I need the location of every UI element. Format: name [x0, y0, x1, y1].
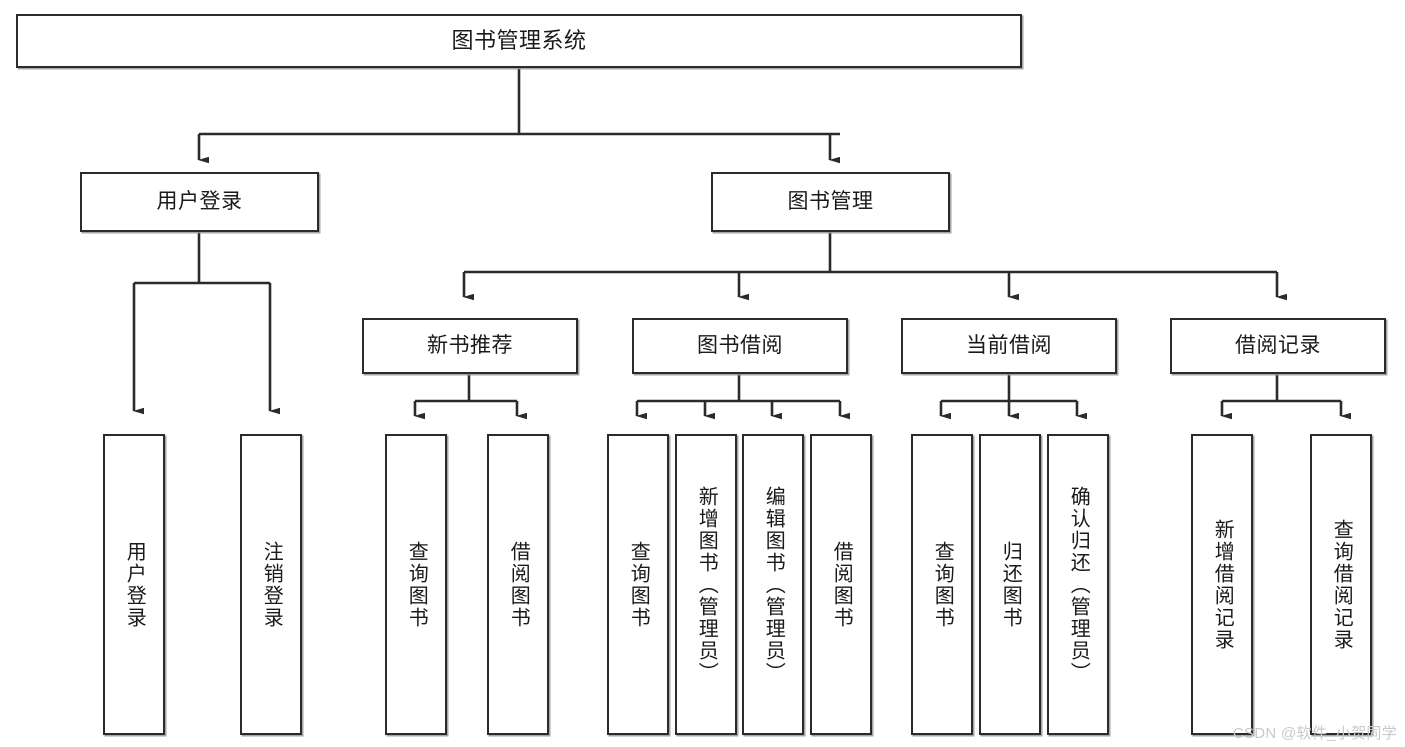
csdn-watermark: CSDN @软件_小贺同学	[1232, 725, 1397, 742]
node-root[interactable]: 图书管理系统	[16, 14, 1022, 68]
node-new-book-recommend[interactable]: 新书推荐	[362, 318, 578, 374]
leaf-book-borrow-query[interactable]: 查询图书	[607, 434, 669, 735]
node-borrow-record[interactable]: 借阅记录	[1170, 318, 1386, 374]
leaf-user-login-login[interactable]: 用户登录	[103, 434, 165, 735]
node-current-borrow-label: 当前借阅	[966, 334, 1052, 358]
leaf-label: 借阅图书	[507, 540, 530, 629]
leaf-label: 归还图书	[999, 540, 1022, 629]
node-book-management[interactable]: 图书管理	[711, 172, 950, 232]
leaf-label: 编辑图书（管理员）	[762, 485, 785, 684]
node-root-label: 图书管理系统	[451, 27, 587, 53]
leaf-current-borrow-query[interactable]: 查询图书	[911, 434, 973, 735]
leaf-borrow-record-query[interactable]: 查询借阅记录	[1310, 434, 1372, 735]
leaf-label: 注销登录	[260, 540, 283, 629]
node-user-login-label: 用户登录	[156, 190, 243, 214]
leaf-label: 用户登录	[123, 540, 146, 629]
leaf-current-borrow-return[interactable]: 归还图书	[979, 434, 1041, 735]
leaf-label: 查询图书	[627, 540, 650, 629]
leaf-book-borrow-add[interactable]: 新增图书（管理员）	[675, 434, 737, 735]
leaf-user-login-logout[interactable]: 注销登录	[240, 434, 302, 735]
leaf-book-borrow-edit[interactable]: 编辑图书（管理员）	[742, 434, 804, 735]
leaf-label: 查询图书	[931, 540, 954, 629]
leaf-label: 查询图书	[405, 540, 428, 629]
leaf-label: 确认归还（管理员）	[1067, 485, 1090, 684]
node-user-login[interactable]: 用户登录	[80, 172, 319, 232]
leaf-new-book-borrow[interactable]: 借阅图书	[487, 434, 549, 735]
node-book-management-label: 图书管理	[787, 190, 874, 214]
leaf-current-borrow-confirm[interactable]: 确认归还（管理员）	[1047, 434, 1109, 735]
node-book-borrow[interactable]: 图书借阅	[632, 318, 848, 374]
leaf-label: 借阅图书	[830, 540, 853, 629]
leaf-label: 新增借阅记录	[1211, 518, 1234, 651]
node-new-book-recommend-label: 新书推荐	[427, 334, 513, 358]
leaf-book-borrow-borrow[interactable]: 借阅图书	[810, 434, 872, 735]
leaf-label: 新增图书（管理员）	[695, 485, 718, 684]
node-borrow-record-label: 借阅记录	[1235, 334, 1321, 358]
leaf-label: 查询借阅记录	[1330, 518, 1353, 651]
node-book-borrow-label: 图书借阅	[697, 334, 783, 358]
leaf-new-book-query[interactable]: 查询图书	[385, 434, 447, 735]
leaf-borrow-record-add[interactable]: 新增借阅记录	[1191, 434, 1253, 735]
node-current-borrow[interactable]: 当前借阅	[901, 318, 1117, 374]
